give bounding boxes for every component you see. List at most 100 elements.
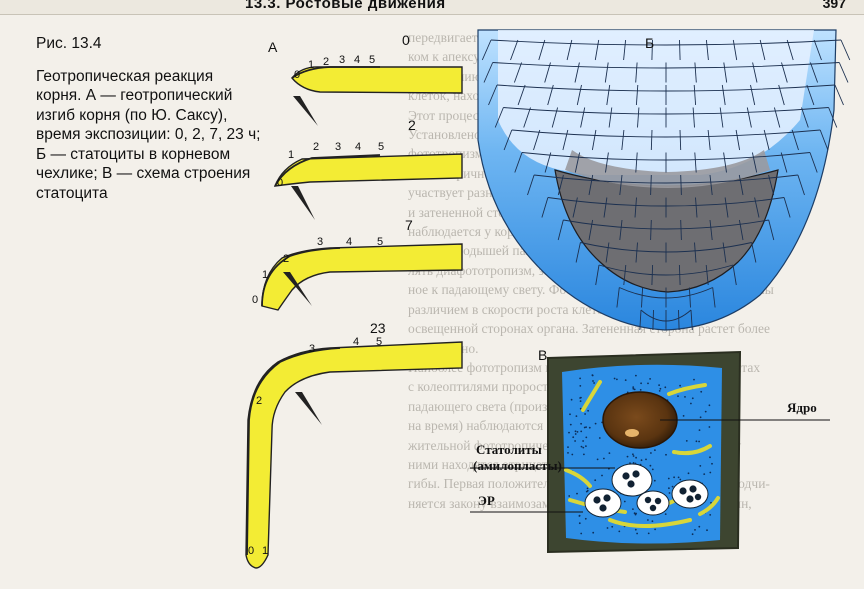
cell-wall: [707, 129, 711, 151]
cytoplasm-dot: [654, 449, 656, 451]
cytoplasm-dot: [569, 423, 572, 426]
cytoplasm-dot: [682, 415, 685, 417]
root-7h-hours: 7: [405, 217, 413, 233]
cytoplasm-dot: [585, 445, 587, 447]
cell-wall: [838, 62, 849, 83]
cytoplasm-dot: [639, 389, 642, 391]
root-23h-tick-0: 0: [248, 545, 254, 557]
cytoplasm-dot: [608, 452, 611, 454]
cell-wall: [709, 174, 713, 196]
cell-wall: [735, 129, 741, 151]
cell-wall: [738, 174, 744, 196]
root-2h-tick-5: 5: [378, 141, 384, 153]
statocyte-illustration: [470, 350, 830, 554]
cytoplasm-dot: [594, 422, 597, 425]
cytoplasm-dot: [579, 400, 582, 402]
cell-row-wall: [547, 197, 785, 207]
nucleolus-shape: [625, 429, 639, 437]
cell-wall: [483, 62, 494, 83]
cell-wall: [828, 107, 838, 128]
cell-wall: [595, 264, 600, 286]
cytoplasm-dot: [708, 404, 711, 407]
cell-wall: [605, 242, 610, 263]
cell-wall: [606, 84, 611, 106]
cell-wall: [786, 39, 794, 61]
cytoplasm-dot: [699, 416, 702, 419]
cell-wall: [650, 219, 652, 241]
cell-wall: [541, 197, 549, 218]
cell-wall: [650, 174, 652, 196]
panel-c-label: В: [538, 347, 547, 363]
cytoplasm-dot: [592, 531, 595, 534]
cell-wall: [488, 84, 498, 106]
cytoplasm-dot: [613, 377, 616, 380]
cytoplasm-dot: [583, 453, 585, 456]
cytoplasm-dot: [651, 520, 654, 523]
cytoplasm-dot: [575, 415, 578, 417]
cytoplasm-dot: [583, 426, 586, 429]
cell-wall: [819, 129, 829, 151]
cell-row-wall: [563, 219, 769, 230]
cytoplasm-dot: [596, 458, 599, 461]
cell-wall: [562, 129, 569, 151]
cytoplasm-dot: [594, 479, 597, 482]
nucleus-label: Ядро: [787, 400, 817, 415]
cell-row-wall: [598, 264, 734, 276]
cytoplasm-dot: [698, 429, 701, 431]
cell-wall: [722, 242, 727, 263]
cell-wall: [797, 174, 805, 196]
cytoplasm-dot: [647, 519, 649, 521]
cell-wall: [678, 309, 680, 331]
cell-wall: [709, 219, 713, 241]
cell-wall: [694, 62, 697, 83]
cytoplasm-dot: [592, 380, 594, 382]
cytoplasm-dot: [651, 468, 654, 471]
cytoplasm-dot: [699, 465, 702, 467]
cytoplasm-dot: [647, 382, 649, 385]
cytoplasm-dot: [693, 378, 695, 381]
cytoplasm-dot: [645, 458, 647, 461]
cytoplasm-dot: [632, 386, 635, 388]
running-title: 13.3. Ростовые движения: [245, 0, 446, 12]
cell-wall: [809, 62, 819, 83]
cytoplasm-dot: [632, 508, 634, 510]
cytoplasm-dot: [588, 426, 591, 429]
root-0h-tick-0: 0: [294, 69, 300, 81]
root-7h-tick-4: 4: [346, 236, 352, 248]
cytoplasm-dot: [580, 430, 583, 433]
cell-wall: [621, 129, 625, 151]
cytoplasm-dot: [691, 397, 694, 400]
cell-wall: [791, 129, 799, 151]
cytoplasm-dot: [568, 431, 570, 434]
root-2h-tick-2: 2: [313, 141, 319, 153]
cytoplasm-dot: [567, 446, 569, 448]
cell-wall: [719, 107, 724, 128]
cell-wall: [695, 197, 698, 218]
cytoplasm-dot: [677, 395, 679, 397]
cell-wall: [594, 39, 600, 61]
cytoplasm-dot: [632, 453, 634, 456]
cell-wall: [481, 39, 492, 61]
root-2h-tick-0: 0: [277, 177, 283, 189]
cytoplasm-dot: [710, 501, 712, 504]
cytoplasm-dot: [668, 492, 671, 494]
cell-wall: [639, 309, 642, 331]
cytoplasm-dot: [603, 457, 605, 460]
root-23h: 23 0 1 2 3 4 5: [245, 320, 463, 569]
cytoplasm-dot: [698, 525, 701, 528]
cell-wall: [723, 62, 728, 83]
cell-wall: [751, 152, 758, 173]
cell-wall: [751, 242, 757, 263]
cytoplasm-dot: [568, 495, 571, 497]
cytoplasm-dot: [582, 440, 584, 442]
cytoplasm-dot: [709, 471, 712, 474]
root-0h-hours: 0: [402, 32, 410, 48]
cytoplasm-dot: [576, 492, 578, 495]
statoliths-label: Статолиты: [476, 442, 542, 457]
cell-wall: [680, 174, 682, 196]
cell-wall: [750, 84, 756, 106]
cell-wall: [538, 39, 546, 61]
cell-wall: [494, 107, 504, 128]
cytoplasm-dot: [673, 476, 675, 479]
amyloplasts-label: (амилопласты): [473, 458, 562, 473]
